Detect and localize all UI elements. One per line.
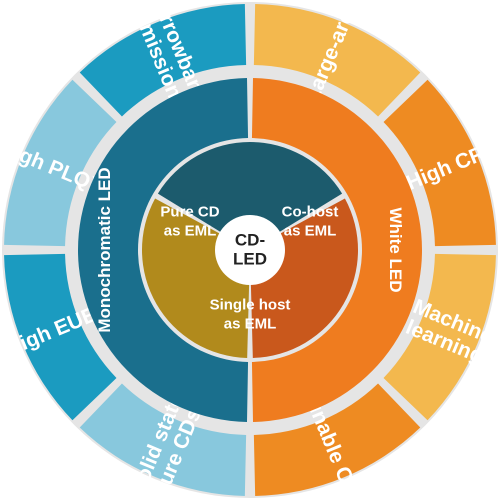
core-sector-label: Pure CD as EML bbox=[160, 204, 219, 240]
center-label-line: CD- bbox=[235, 231, 265, 250]
outer-segment-5 bbox=[79, 383, 247, 496]
outer-segment-8 bbox=[79, 4, 247, 117]
core-ring: Pure CD as EML Co-host as EML Single host as … bbox=[141, 142, 358, 358]
core-sector-label-line: as EML bbox=[284, 223, 337, 240]
core-sector-label-line: Co-host bbox=[282, 204, 339, 221]
core-sector-label: Single host as EML bbox=[210, 297, 291, 333]
core-sector-label-line: as EML bbox=[164, 223, 217, 240]
middle-ring-label: Monochromatic LED bbox=[95, 167, 114, 332]
core-sector-label-line: Single host bbox=[210, 297, 291, 314]
core-sector-label: Co-host as EML bbox=[282, 204, 339, 240]
center-hub: CD-LED bbox=[215, 215, 285, 285]
middle-ring-label-line: Monochromatic LED bbox=[95, 167, 114, 332]
middle-ring-label: White LED bbox=[386, 208, 405, 293]
middle-ring-monochromatic bbox=[77, 78, 249, 422]
core-sector-label-line: as EML bbox=[224, 316, 277, 333]
middle-ring-white bbox=[251, 78, 423, 422]
middle-ring: Monochromatic LED White LED bbox=[77, 78, 423, 422]
core-sector-label-line: Pure CD bbox=[160, 204, 219, 221]
center-circle bbox=[215, 215, 285, 285]
core-sector-1 bbox=[157, 142, 343, 250]
outer-segment-7 bbox=[4, 79, 117, 247]
outer-segment-6 bbox=[4, 253, 117, 421]
center-label-line: LED bbox=[233, 250, 267, 269]
outer-segment-2 bbox=[383, 79, 496, 247]
middle-ring-label-line: White LED bbox=[386, 208, 405, 293]
outer-segment-4 bbox=[253, 383, 421, 496]
outer-segment-3 bbox=[383, 253, 496, 421]
outer-segment-1 bbox=[253, 4, 421, 117]
center-label: CD-LED bbox=[233, 231, 267, 269]
